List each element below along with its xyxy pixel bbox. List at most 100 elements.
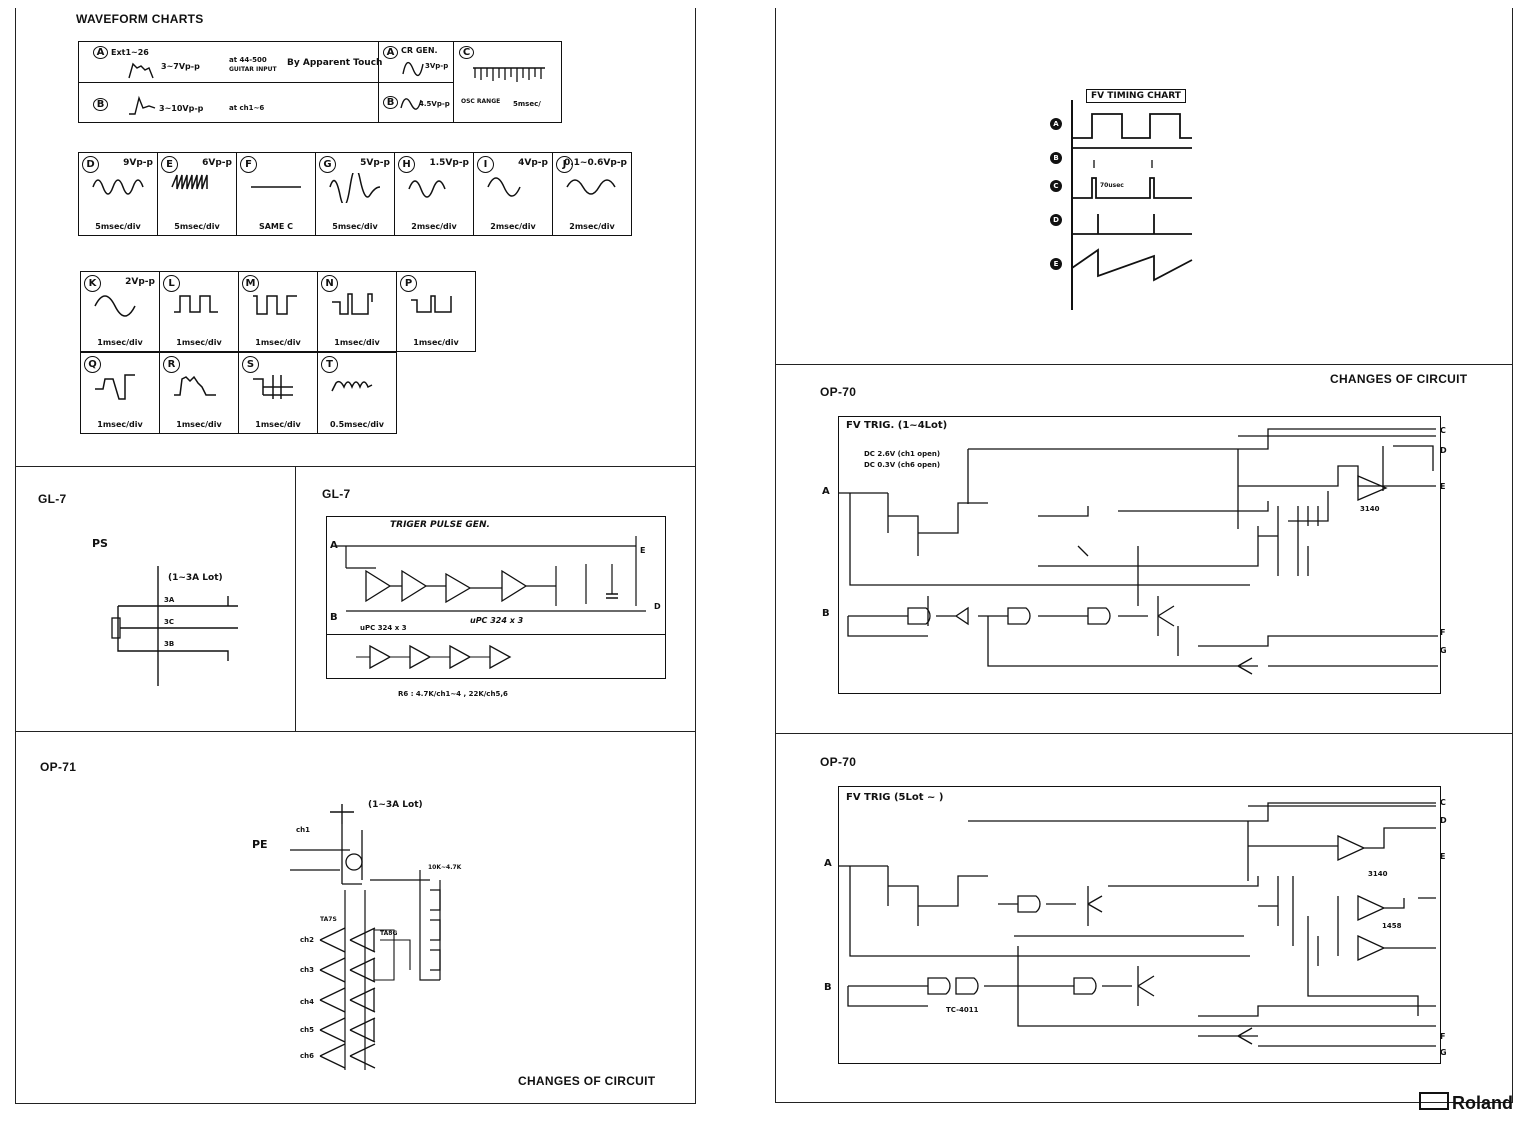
wave-d-trace bbox=[400, 98, 422, 110]
wave-c-trace bbox=[473, 67, 545, 82]
wave-c-label: C bbox=[459, 46, 474, 59]
op71-schematic bbox=[290, 804, 441, 1070]
fv-row-label-a: A bbox=[1050, 118, 1062, 130]
op71-ch4: ch4 bbox=[300, 998, 315, 1006]
op70-bottom-schematic bbox=[838, 802, 1436, 1047]
changes-of-circuit-bottom: CHANGES OF CIRCUIT bbox=[518, 1074, 656, 1088]
waveform-id: M bbox=[242, 275, 259, 292]
waveform-line bbox=[174, 375, 216, 396]
waveform-id: R bbox=[163, 356, 180, 373]
op71-lot: (1~3A Lot) bbox=[368, 800, 423, 810]
wave-c-tb: 5msec/ bbox=[513, 100, 541, 108]
waveform-timebase: 2msec/div bbox=[411, 222, 457, 231]
waveform-line bbox=[253, 295, 297, 315]
gl7-trig-a: A bbox=[330, 540, 338, 551]
waveform-id: L bbox=[163, 275, 180, 292]
op70-top-title: OP-70 bbox=[820, 385, 857, 399]
wave-a-trace bbox=[128, 62, 154, 79]
waveform-timebase: SAME C bbox=[258, 222, 294, 231]
wave-a-guitar: GUITAR INPUT bbox=[229, 66, 277, 73]
gl7-ps-label: PS bbox=[92, 537, 108, 550]
output-terminal-g: G bbox=[1440, 646, 1447, 655]
waveform-line bbox=[95, 374, 135, 400]
waveform-cell-r: R 1msec/div bbox=[159, 352, 239, 434]
waveform-id: Q bbox=[84, 356, 101, 373]
waveform-trace bbox=[174, 375, 216, 396]
changes-of-circuit-right: CHANGES OF CIRCUIT bbox=[1330, 372, 1468, 386]
op70-bottom-ic3: TC-4011 bbox=[946, 1006, 979, 1014]
waveform-charts-title: WAVEFORM CHARTS bbox=[76, 12, 204, 26]
waveform-trace bbox=[329, 173, 381, 203]
waveform-line bbox=[171, 174, 208, 190]
panel-op71 bbox=[15, 731, 696, 1104]
waveform-id: D bbox=[82, 156, 99, 173]
waveform-trace bbox=[253, 375, 293, 399]
output-terminal-g: G bbox=[1440, 1048, 1447, 1057]
waveform-timebase: 0.5msec/div bbox=[329, 420, 385, 429]
waveform-header-box: A Ext1~26 3~7Vp-p at 44-500 GUITAR INPUT… bbox=[78, 41, 562, 123]
op71-title: OP-71 bbox=[40, 760, 77, 774]
op70-bottom-box bbox=[838, 786, 1441, 1064]
output-terminal-f: F bbox=[1440, 628, 1446, 637]
gl7-trig-b: B bbox=[330, 612, 338, 623]
wave-b-note: at ch1~6 bbox=[229, 104, 265, 112]
waveform-cell-n: N 1msec/div bbox=[317, 271, 397, 352]
output-terminal-d: D bbox=[1440, 446, 1447, 455]
waveform-id: G bbox=[319, 156, 336, 173]
output-terminal-e: E bbox=[1440, 482, 1446, 491]
waveform-timebase: 1msec/div bbox=[334, 338, 380, 347]
op70-top-dc1: DC 2.6V (ch1 open) bbox=[864, 450, 941, 458]
gl7-ps-pin-3b: 3B bbox=[164, 640, 175, 648]
wave-cr-label: A bbox=[383, 46, 398, 59]
waveform-trace bbox=[411, 295, 452, 313]
wave-cr-text: CR GEN. bbox=[401, 46, 438, 55]
waveform-id: N bbox=[321, 275, 338, 292]
waveform-id: T bbox=[321, 356, 338, 373]
waveform-line bbox=[94, 295, 136, 317]
roland-logo-text: Roland bbox=[1452, 1093, 1513, 1113]
waveform-timebase: 1msec/div bbox=[176, 338, 222, 347]
waveform-trace bbox=[171, 174, 208, 190]
waveform-line bbox=[331, 380, 373, 392]
roland-logo: Roland bbox=[1419, 1092, 1513, 1114]
waveform-trace bbox=[332, 293, 373, 315]
waveform-id: P bbox=[400, 275, 417, 292]
panel-op70-bottom bbox=[775, 733, 1513, 1103]
waveform-trace bbox=[487, 177, 521, 197]
waveform-amplitude: 6Vp-p bbox=[202, 158, 232, 168]
waveform-trace bbox=[331, 380, 373, 392]
op70-top-a: A bbox=[822, 486, 830, 497]
wave-b-amp: 3~10Vp-p bbox=[159, 104, 204, 113]
op71-res: 10K~4.7K bbox=[428, 864, 462, 871]
gl7-trig-e: E bbox=[640, 546, 646, 555]
waveform-line bbox=[408, 180, 446, 198]
fv-row-label-e: E bbox=[1050, 258, 1062, 270]
op71-part2: TA8G bbox=[380, 930, 398, 937]
output-terminal-d: D bbox=[1440, 816, 1447, 825]
waveform-amplitude: 4Vp-p bbox=[518, 158, 548, 168]
waveform-amplitude: 2Vp-p bbox=[125, 277, 155, 287]
fv-row-label-b: B bbox=[1050, 152, 1062, 164]
waveform-line bbox=[411, 295, 452, 313]
wave-cr-trace bbox=[402, 61, 424, 77]
gl7-ps-pin-3a: 3A bbox=[164, 596, 175, 604]
output-terminal-f: F bbox=[1440, 1032, 1446, 1041]
gl7-trig-schematic bbox=[336, 536, 646, 670]
waveform-id: H bbox=[398, 156, 415, 173]
waveform-trace bbox=[95, 374, 135, 400]
gl7-trig-title: TRIGER PULSE GEN. bbox=[390, 520, 490, 530]
waveform-timebase: 1msec/div bbox=[176, 420, 222, 429]
op70-top-box bbox=[838, 416, 1441, 694]
waveform-timebase: 1msec/div bbox=[97, 420, 143, 429]
gl7-ps-lot: (1~3A Lot) bbox=[168, 573, 223, 583]
fv-pulse-label: 70usec bbox=[1100, 182, 1124, 189]
op71-ch1: ch1 bbox=[296, 826, 311, 834]
waveform-id: I bbox=[477, 156, 494, 173]
op70-top-b: B bbox=[822, 608, 830, 619]
op70-bottom-title: OP-70 bbox=[820, 755, 857, 769]
